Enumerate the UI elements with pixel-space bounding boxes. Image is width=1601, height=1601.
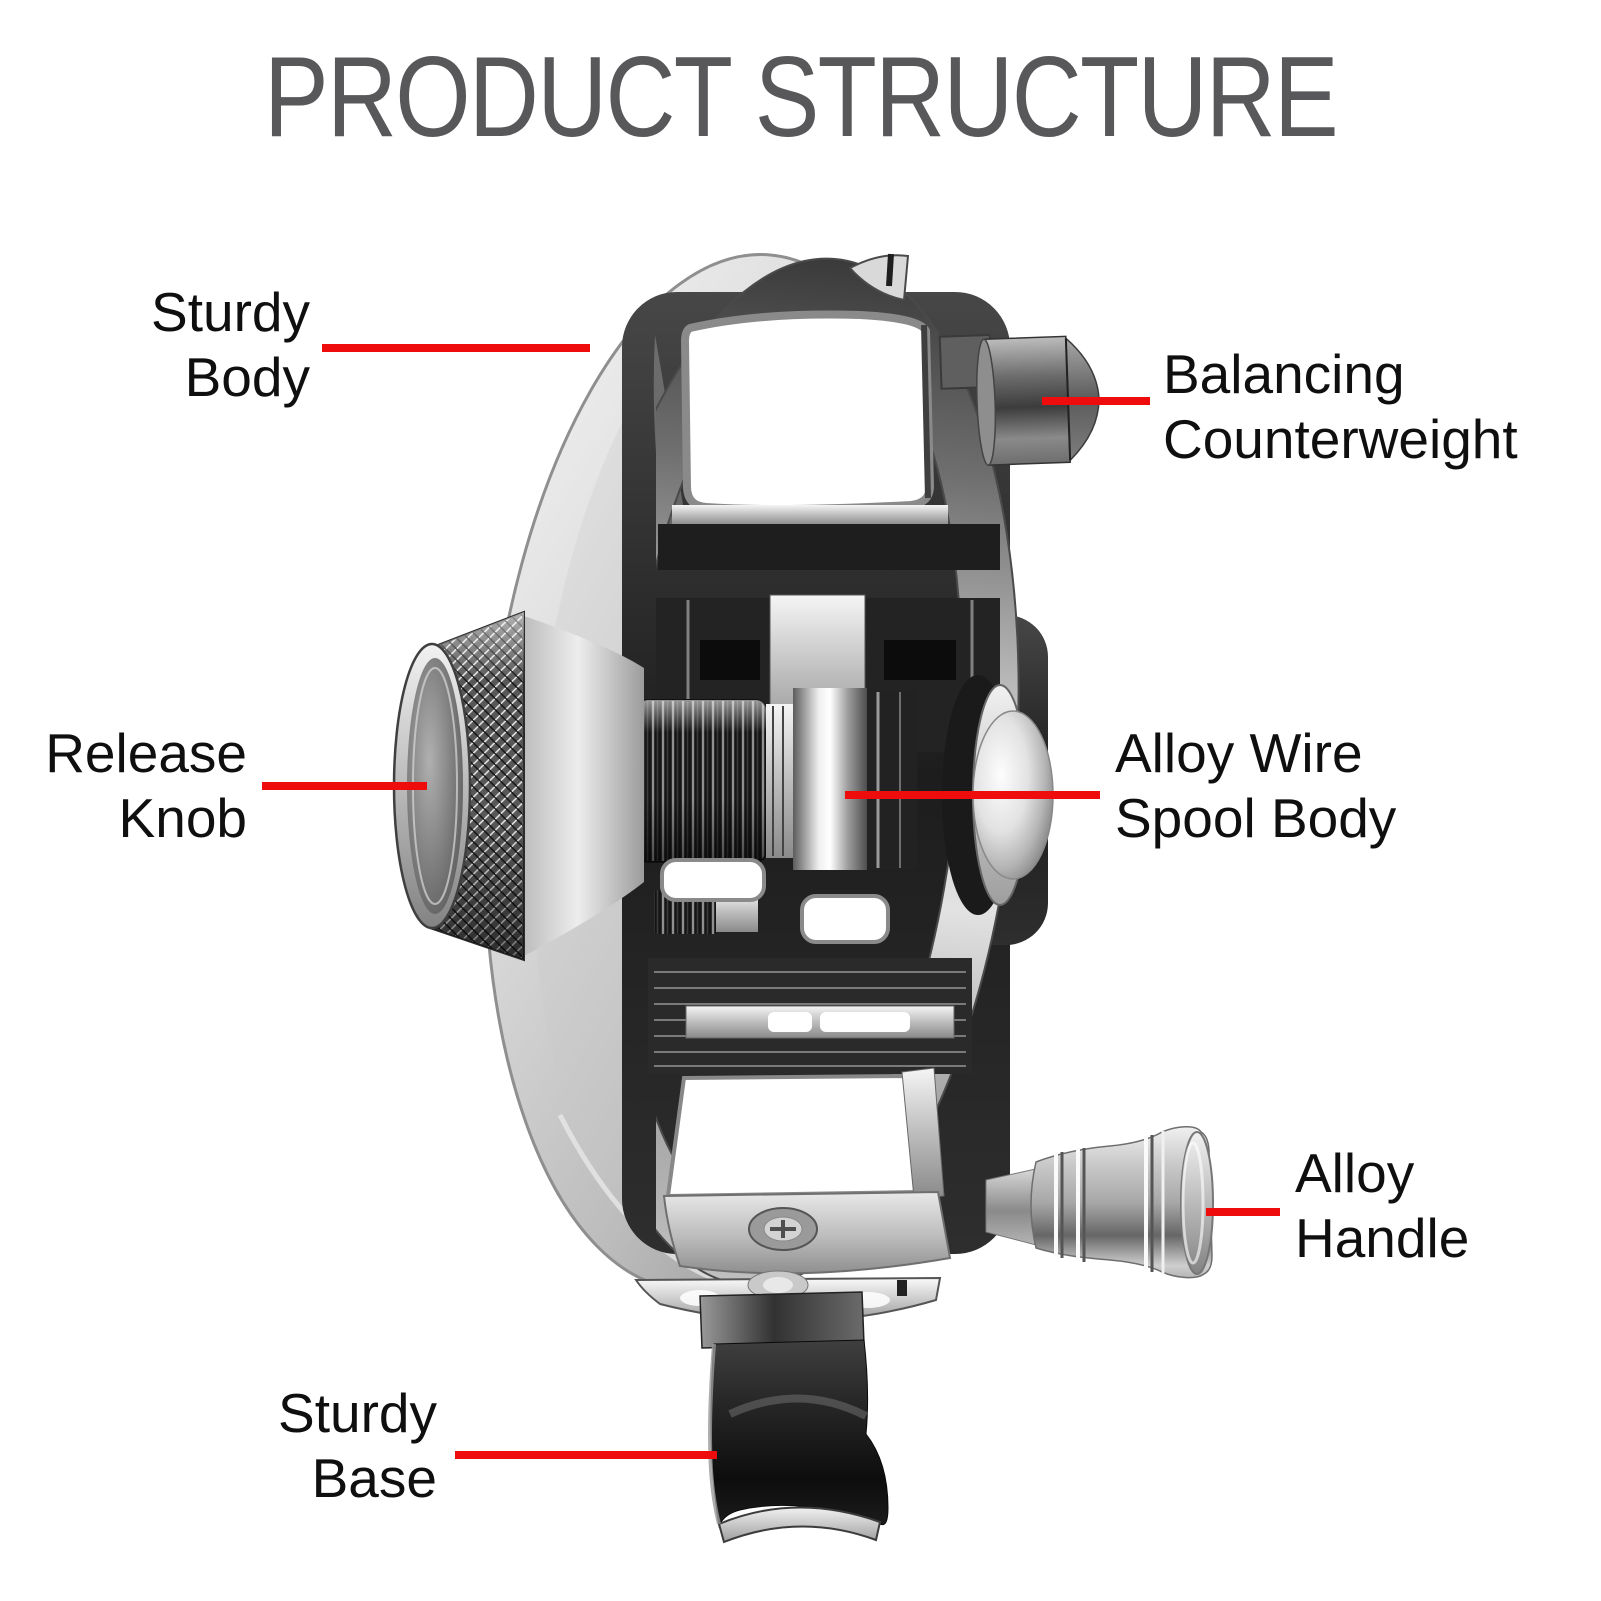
- leader-line-balancing-counterweight: [1042, 397, 1150, 405]
- frame-cutouts: [648, 858, 972, 1199]
- label-line: Counterweight: [1163, 408, 1518, 470]
- release-knob-part: [392, 610, 644, 962]
- spool-drag-part: [637, 675, 1054, 934]
- counterweight-part: [938, 333, 1100, 466]
- handle-part: [985, 1126, 1214, 1279]
- page-title: PRODUCT STRUCTURE: [264, 34, 1339, 161]
- label-line: Release: [45, 722, 247, 784]
- label-line: Alloy Wire: [1115, 722, 1363, 784]
- label-line: Alloy: [1295, 1142, 1415, 1204]
- leader-line-alloy-wire-spool-body: [845, 791, 1100, 799]
- label-release-knob: Release Knob: [45, 721, 247, 851]
- label-line: Base: [311, 1447, 437, 1509]
- frame-top-opening: [680, 253, 935, 514]
- label-alloy-wire-spool-body: Alloy Wire Spool Body: [1115, 721, 1396, 851]
- label-line: Balancing: [1163, 343, 1405, 405]
- label-balancing-counterweight: Balancing Counterweight: [1163, 342, 1518, 472]
- label-line: Sturdy: [151, 281, 310, 343]
- label-alloy-handle: Alloy Handle: [1295, 1141, 1469, 1271]
- leader-line-alloy-handle: [1206, 1208, 1280, 1216]
- label-line: Body: [184, 346, 310, 408]
- label-line: Spool Body: [1115, 787, 1397, 849]
- leader-line-release-knob: [262, 782, 427, 790]
- leader-line-sturdy-body: [322, 344, 590, 352]
- label-sturdy-base: Sturdy Base: [278, 1381, 437, 1511]
- label-sturdy-body: Sturdy Body: [151, 280, 310, 410]
- label-line: Knob: [118, 787, 247, 849]
- leader-line-sturdy-base: [455, 1451, 717, 1459]
- reel-foot-part: [699, 1291, 889, 1544]
- label-line: Sturdy: [278, 1382, 437, 1444]
- label-line: Handle: [1295, 1207, 1470, 1269]
